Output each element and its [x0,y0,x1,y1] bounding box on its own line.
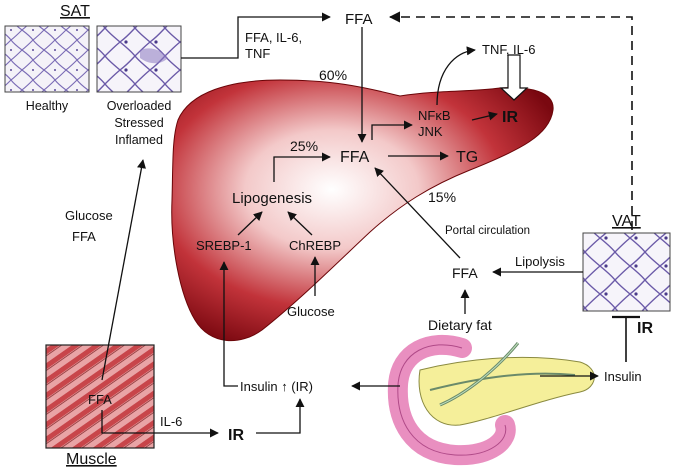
ffa-left-label: FFA [72,229,96,244]
glucose-left-label: Glucose [65,208,113,223]
vat-title: VAT [612,213,641,230]
pct60-label: 60% [319,67,347,83]
dietary-fat-label: Dietary fat [428,317,492,333]
ffa-muscle-label: FFA [88,392,112,407]
healthy-label: Healthy [26,99,69,113]
chrebp-label: ChREBP [289,238,341,253]
ir-bottom-label: IR [228,427,244,444]
tg-label: TG [456,149,478,166]
ffa-center-label: FFA [340,149,370,166]
ffa-right-label: FFA [452,265,478,281]
tnf-to-ir-arrow [499,54,529,101]
portal-circulation-label: Portal circulation [445,225,530,237]
muscle-title: Muscle [66,451,117,467]
stressed-label: Stressed [114,116,163,130]
liver-shape [171,79,554,342]
glucose-bottom-label: Glucose [287,304,335,319]
sat-healthy-image [4,25,90,93]
inflamed-label: Inflamed [115,133,163,147]
lipolysis-label: Lipolysis [515,254,565,269]
pct15-label: 15% [428,189,456,205]
muscle-image [45,344,155,449]
jnk-label: JNK [418,124,443,139]
intestine-pancreas-image [387,334,595,466]
ffa-il6-line2: TNF [245,46,270,61]
ir-liver-label: IR [502,109,518,126]
vat-image [582,232,671,312]
overloaded-label: Overloaded [107,99,172,113]
insulin-ir-label: Insulin ↑ (IR) [240,379,313,394]
sat-title: SAT [60,3,90,20]
tnf-il6-label: TNF, IL-6 [482,42,535,57]
il6-muscle-label: IL-6 [160,414,182,429]
lipogenesis-label: Lipogenesis [232,190,312,207]
ffa-il6-line1: FFA, IL-6, [245,30,302,45]
ffa-top-label: FFA [345,11,373,28]
ir-vat-label: IR [637,320,653,337]
sat-overloaded-image [96,25,182,93]
pct25-label: 25% [290,138,318,154]
srebp1-label: SREBP-1 [196,238,252,253]
nfkb-label: NFκB [418,108,451,123]
insulin-right-label: Insulin [604,369,642,384]
